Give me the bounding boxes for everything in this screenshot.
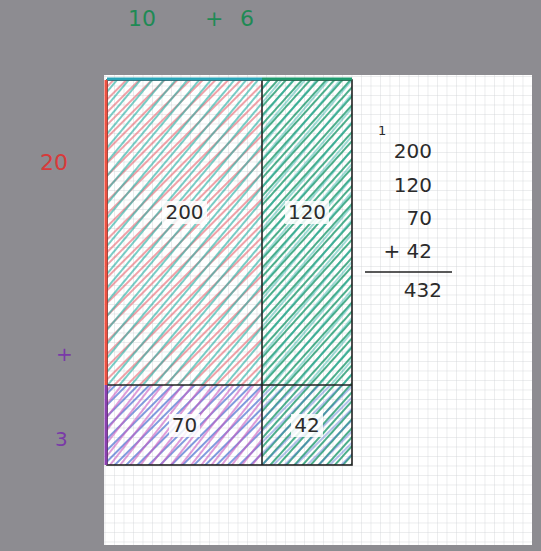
product-cell: 70 xyxy=(107,385,262,465)
plus-sign: + xyxy=(56,343,73,366)
product-cell: 200 xyxy=(107,80,262,385)
product-cell: 42 xyxy=(262,385,352,465)
partial-product: + 42 xyxy=(383,240,432,263)
factor-label: 10 xyxy=(128,6,156,31)
product-value: 42 xyxy=(291,414,322,437)
partial-product: 200 xyxy=(394,140,432,163)
factor-label: 6 xyxy=(240,6,254,31)
carry-digit: 1 xyxy=(378,124,386,139)
product-cell: 120 xyxy=(262,80,352,385)
partial-product: 70 xyxy=(407,207,432,230)
partial-product: 120 xyxy=(394,174,432,197)
plus-sign: + xyxy=(205,6,223,31)
product-value: 70 xyxy=(169,414,200,437)
product-value: 200 xyxy=(162,201,206,224)
factor-label: 3 xyxy=(55,428,68,451)
factor-label: 20 xyxy=(40,150,68,175)
sum-total: 432 xyxy=(404,279,442,302)
product-value: 120 xyxy=(285,201,329,224)
